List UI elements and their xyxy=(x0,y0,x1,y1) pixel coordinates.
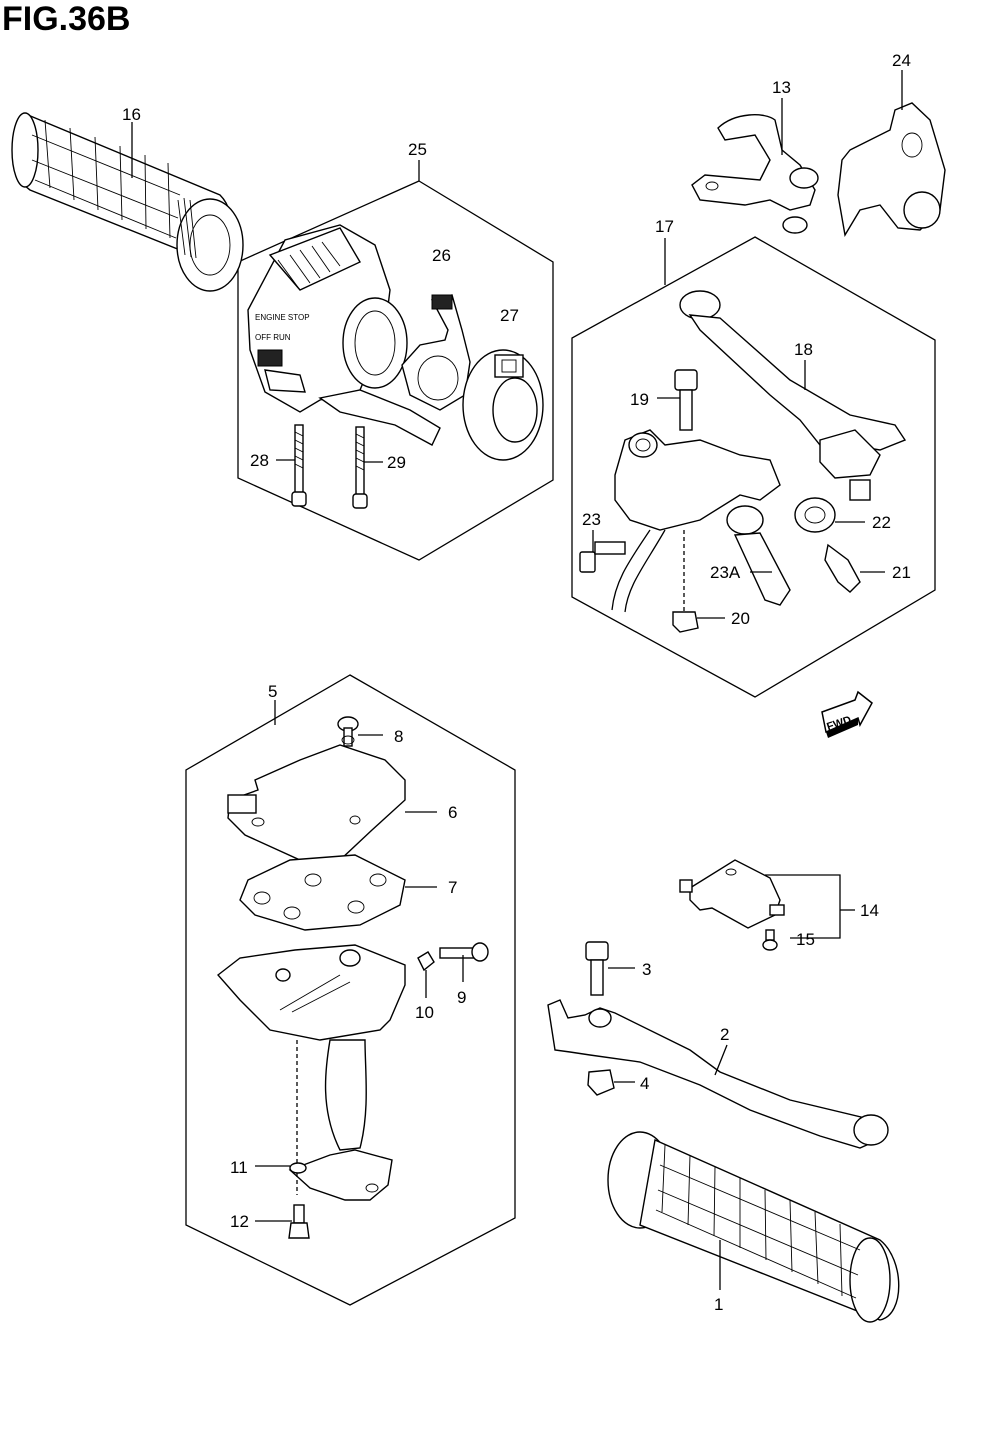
part-15-screw xyxy=(762,929,778,951)
callout-3: 3 xyxy=(642,960,651,979)
part-16-left-grip xyxy=(11,112,244,292)
part-26-switch-collar xyxy=(401,294,471,411)
callout-14: 14 xyxy=(860,901,879,920)
callout-7: 7 xyxy=(448,878,457,897)
part-25-switch-housing: ENGINE STOP OFF RUN xyxy=(247,224,441,446)
callout-24: 24 xyxy=(892,51,911,70)
part-27-ring xyxy=(462,349,544,461)
callout-21: 21 xyxy=(892,563,911,582)
part-23a-switch xyxy=(726,505,791,606)
part-1-right-grip xyxy=(607,1131,900,1323)
callout-29: 29 xyxy=(387,453,406,472)
svg-text:ENGINE STOP: ENGINE STOP xyxy=(255,313,310,322)
callout-6: 6 xyxy=(448,803,457,822)
callout-5: 5 xyxy=(268,682,277,701)
callout-12: 12 xyxy=(230,1212,249,1231)
callout-labels: 1 2 3 4 5 6 7 8 9 10 11 12 13 14 15 16 1… xyxy=(122,51,911,1314)
part-28-screw xyxy=(276,424,307,507)
part-24-housing-cover xyxy=(837,70,946,237)
part-9-bolt xyxy=(439,942,489,982)
part-20-nut xyxy=(672,530,725,633)
part-13-bracket xyxy=(691,98,819,234)
part-3-pivot-bolt xyxy=(585,941,635,996)
part-8-screw xyxy=(337,716,383,747)
callout-22: 22 xyxy=(872,513,891,532)
group-5-outline xyxy=(185,674,516,1306)
callout-19: 19 xyxy=(630,390,649,409)
part-14-brake-switch xyxy=(679,859,855,939)
part-29-screw xyxy=(352,426,383,509)
callout-17: 17 xyxy=(655,217,674,236)
callout-9: 9 xyxy=(457,988,466,1007)
callout-10: 10 xyxy=(415,1003,434,1022)
callout-4: 4 xyxy=(640,1074,649,1093)
part-19-pivot-bolt xyxy=(657,369,698,431)
part-18-brake-lever xyxy=(679,290,907,501)
group-17-outline xyxy=(571,236,936,698)
part-7-gasket xyxy=(239,854,437,931)
callout-27: 27 xyxy=(500,306,519,325)
callout-16: 16 xyxy=(122,105,141,124)
figure-title: FIG.36B xyxy=(2,0,131,38)
callout-20: 20 xyxy=(731,609,750,628)
part-6-cover xyxy=(227,735,437,861)
svg-text:OFF RUN: OFF RUN xyxy=(255,333,291,342)
part-22-boot xyxy=(794,497,865,533)
part-23-bolt xyxy=(579,530,626,573)
part-11-washer xyxy=(255,1162,307,1174)
callout-26: 26 xyxy=(432,246,451,265)
part-5-throttle-housing xyxy=(216,944,406,1201)
callout-25: 25 xyxy=(408,140,427,159)
part-21-screw xyxy=(824,543,885,593)
callout-23: 23 xyxy=(582,510,601,529)
part-2-clutch-lever xyxy=(547,999,889,1149)
callout-2: 2 xyxy=(720,1025,729,1044)
callout-8: 8 xyxy=(394,727,403,746)
callout-18: 18 xyxy=(794,340,813,359)
callout-28: 28 xyxy=(250,451,269,470)
part-12-bolt xyxy=(255,1204,310,1239)
part-10-nut xyxy=(417,951,435,998)
callout-15: 15 xyxy=(796,930,815,949)
fwd-arrow-badge: FWD xyxy=(821,690,873,738)
callout-13: 13 xyxy=(772,78,791,97)
part-4-nut xyxy=(587,1069,635,1096)
callout-23a: 23A xyxy=(710,563,741,582)
callout-11: 11 xyxy=(230,1158,248,1177)
callout-1: 1 xyxy=(714,1295,723,1314)
part-17-master-cylinder xyxy=(611,429,781,613)
